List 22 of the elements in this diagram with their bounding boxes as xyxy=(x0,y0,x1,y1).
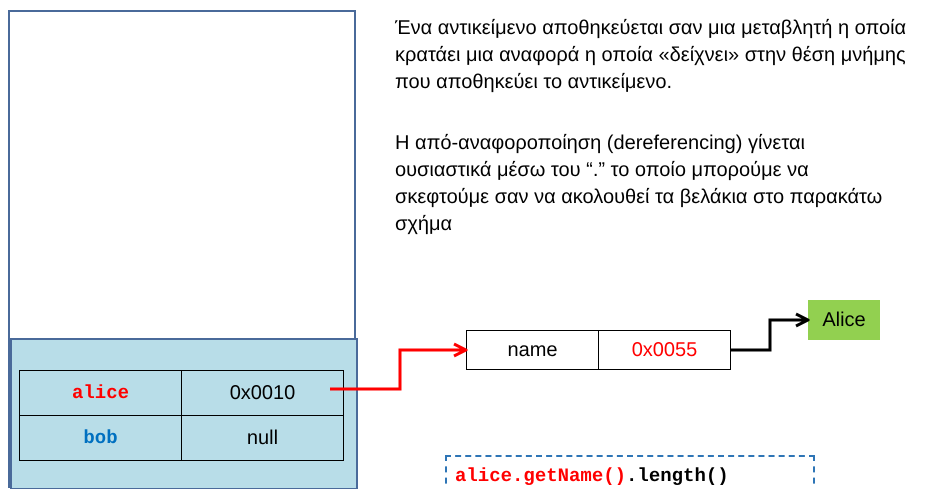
address-value: 0x0010 xyxy=(230,382,296,404)
variable-name: alice xyxy=(72,382,129,404)
arrow xyxy=(731,312,810,352)
table-cell xyxy=(19,415,182,461)
address-value: 0x0055 xyxy=(632,338,698,362)
field-name: name xyxy=(507,338,558,362)
table-cell xyxy=(181,415,344,461)
paragraph: Ένα αντικείμενο αποθηκεύεται σαν μια μεταβλητή η οποία κρατάει μια αναφορά η οποία «δείχνει» στην θέση μνήμης που αποθηκεύει το αντικείμενο. xyxy=(395,16,908,95)
stack-region xyxy=(10,338,358,489)
null-value: null xyxy=(246,426,278,450)
table-cell xyxy=(19,370,182,416)
arrow xyxy=(330,342,468,390)
code-text: .length() xyxy=(626,465,729,487)
memory-panel xyxy=(8,10,356,488)
paragraph: Η από-αναφοροποίηση (dereferencing) γίνεται ουσιαστικά μέσω του “.” το οποίο μπορούμε να σκεφτούμε σαν να ακολουθεί τα βελάκια στο παρακάτω σχήμα xyxy=(395,131,884,237)
object-field xyxy=(466,330,599,370)
string-value: Alice xyxy=(822,308,866,332)
object-field xyxy=(598,330,731,370)
table-cell xyxy=(181,370,344,416)
string-object xyxy=(808,300,880,340)
code-text: alice.getName() xyxy=(455,465,626,487)
variable-name: bob xyxy=(83,427,118,449)
